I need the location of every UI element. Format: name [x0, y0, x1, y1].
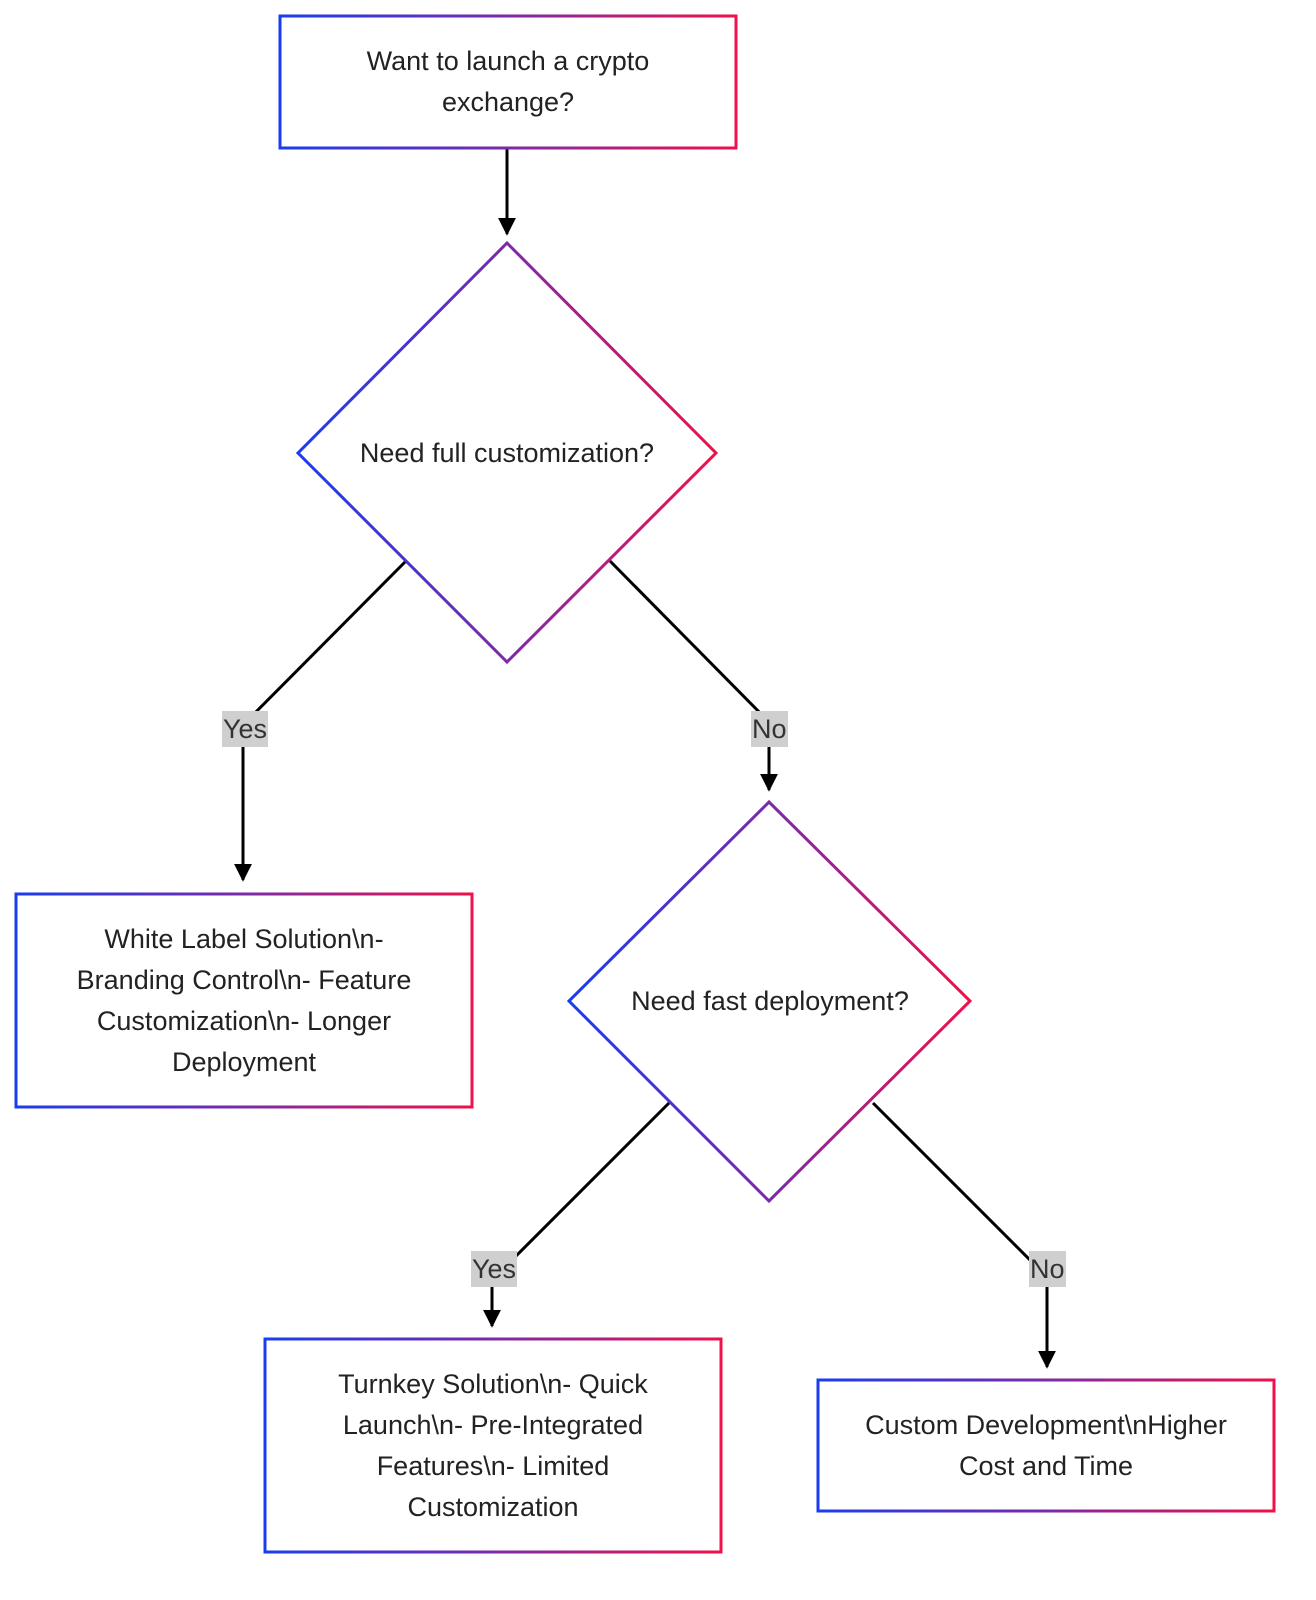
- white-label-node-text: White Label Solution\n- Branding Control…: [56, 894, 432, 1107]
- turnkey-node: [263, 1337, 723, 1554]
- white-label-node: [14, 892, 474, 1109]
- decision-customization-node: [295, 240, 719, 665]
- start-node: [278, 14, 738, 150]
- turnkey-node-label: Turnkey Solution\n- Quick Launch\n- Pre-…: [338, 1368, 648, 1522]
- start-node-label: Want to launch a crypto exchange?: [366, 46, 650, 117]
- edge-label-customization-no: No: [751, 711, 788, 747]
- edge-label-customization-yes: Yes: [222, 711, 269, 747]
- custom-dev-node: [816, 1378, 1276, 1513]
- start-node-text: Want to launch a crypto exchange?: [330, 16, 686, 148]
- decision-customization-text: Need full customization?: [330, 423, 684, 483]
- edge-label-fast-no: No: [1029, 1251, 1066, 1287]
- decision-customization-label: Need full customization?: [359, 437, 655, 468]
- custom-dev-node-text: Custom Development\nHigher Cost and Time: [846, 1380, 1246, 1511]
- edge-fast-no: [871, 1101, 1056, 1369]
- decision-fast-node: [566, 799, 973, 1204]
- edge-label-fast-yes: Yes: [471, 1251, 518, 1287]
- edge-customization-no: [608, 559, 778, 792]
- custom-dev-node-label: Custom Development\nHigher Cost and Time: [865, 1409, 1227, 1481]
- decision-fast-text: Need fast deployment?: [600, 971, 940, 1031]
- edge-fast-yes: [483, 1101, 671, 1328]
- white-label-node-label: White Label Solution\n- Branding Control…: [76, 923, 412, 1077]
- turnkey-node-text: Turnkey Solution\n- Quick Launch\n- Pre-…: [315, 1339, 671, 1552]
- decision-fast-label: Need fast deployment?: [631, 985, 909, 1016]
